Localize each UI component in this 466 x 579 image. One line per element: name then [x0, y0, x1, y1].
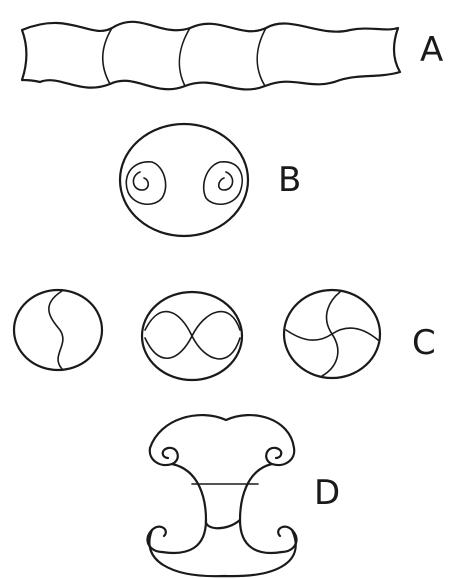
figure-c-circles [14, 290, 380, 380]
figure-d-anchor [147, 415, 296, 576]
label-b: B [278, 163, 301, 197]
label-a: A [420, 33, 443, 67]
figure-a-chain [22, 22, 400, 90]
figure-b-circle [120, 124, 248, 236]
label-c: C [412, 326, 436, 360]
label-d: D [314, 476, 340, 510]
